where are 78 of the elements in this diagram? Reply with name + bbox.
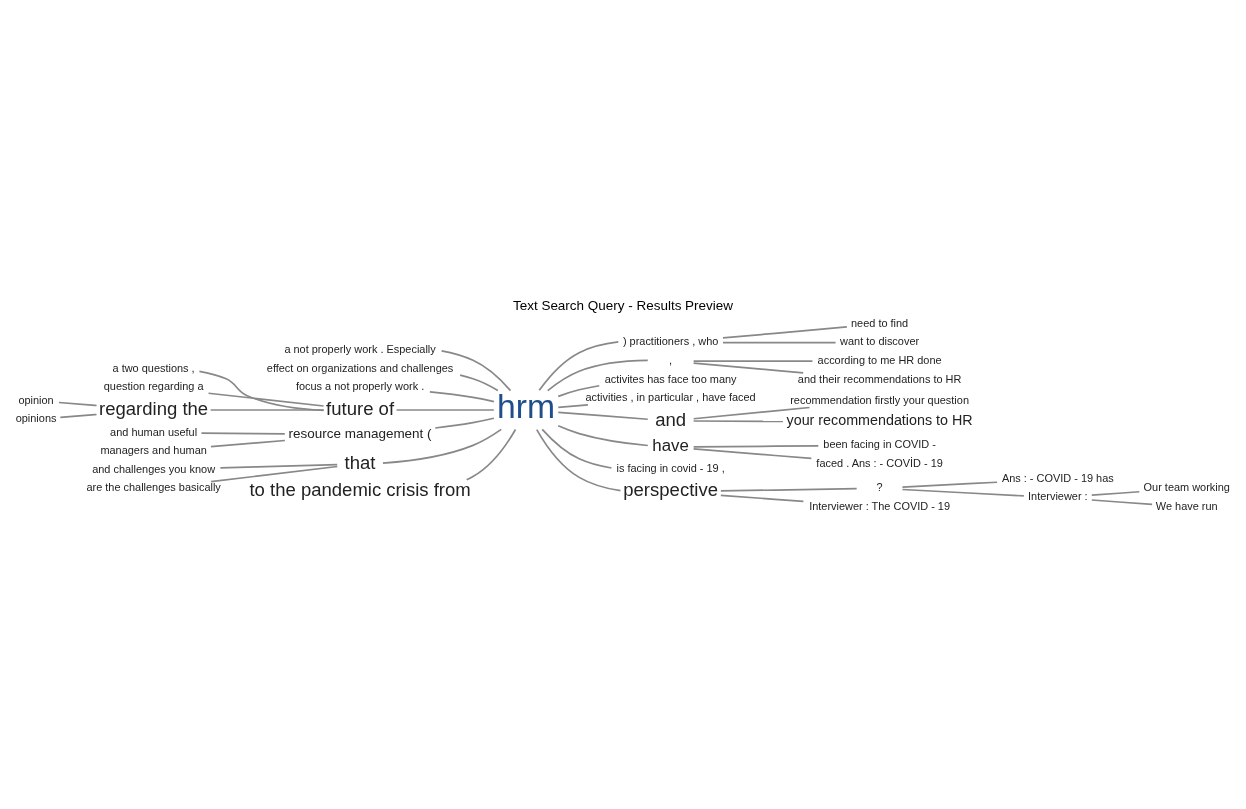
connector (692, 420, 784, 423)
connector (1090, 490, 1141, 497)
node-text: resource management ( (288, 425, 432, 441)
node-text: Interviewer : (1028, 490, 1088, 503)
node-text: need to find (851, 316, 909, 329)
node-text: been facing in COVID - (823, 438, 936, 451)
connector (198, 370, 325, 412)
node-text: perspective (623, 479, 718, 501)
node-text: activities , in particular , have faced (585, 391, 756, 404)
connector (440, 350, 512, 392)
connector (692, 445, 820, 448)
node-text: are the challenges basically (86, 481, 221, 494)
connector (465, 428, 517, 481)
node-text: is facing in covid - 19 , (616, 461, 725, 474)
node-text: ) practitioners , who (622, 335, 719, 348)
node-text: and challenges you know (92, 462, 216, 475)
node-text: opinion (18, 393, 54, 406)
node-text: ? (876, 481, 883, 494)
connector (692, 362, 805, 374)
connector (395, 409, 495, 411)
node-text: to the pandemic crisis from (249, 478, 471, 500)
node-text: according to me HR done (817, 353, 942, 366)
connector (901, 488, 1025, 497)
node-text: your recommendations to HR (786, 412, 973, 429)
connector (209, 409, 325, 411)
node-text: managers and human (100, 444, 207, 457)
connector (200, 432, 286, 435)
node-text: have (652, 436, 689, 456)
node-text: question regarding a (103, 380, 204, 393)
node-text: a two questions , (112, 361, 195, 374)
connector (429, 391, 495, 403)
connector (692, 360, 814, 362)
connector (557, 384, 601, 398)
connector (59, 413, 98, 419)
connector (557, 424, 649, 447)
node-text: faced . Ans : - COVİD - 19 (816, 456, 943, 469)
connector (722, 326, 848, 339)
connector (219, 463, 339, 469)
node-text: focus a not properly work . (295, 380, 425, 393)
diagram-title: Text Search Query - Results Preview (512, 297, 734, 313)
connector (557, 404, 589, 409)
node-text: , (669, 353, 673, 366)
node-text: and their recommendations to HR (797, 372, 962, 385)
node-text: hrm (497, 387, 556, 426)
connector (58, 401, 98, 407)
node-text: Our team working (1143, 481, 1230, 494)
node-text: We have run (1155, 499, 1218, 512)
connector (382, 428, 503, 464)
connector (1090, 499, 1153, 506)
node-text: Ans : - COVID - 19 has (1001, 471, 1114, 484)
node-text: a not properly work . Especially (284, 343, 436, 356)
connector (720, 487, 858, 492)
node-text: opinions (15, 412, 57, 425)
connector (535, 428, 622, 492)
connector (722, 341, 837, 344)
connector (557, 411, 649, 421)
node-text: recommendation firstly your question (790, 393, 969, 406)
node-text: Interviewer : The COVID - 19 (809, 499, 951, 512)
connector (434, 417, 495, 429)
node-text: and human useful (110, 425, 198, 438)
connector (720, 494, 805, 503)
connector (538, 341, 620, 392)
connector (541, 428, 613, 469)
node-text: effect on organizations and challenges (266, 361, 454, 374)
connector (207, 392, 325, 407)
node-text: future of (326, 397, 395, 419)
connector (210, 465, 339, 483)
connector (692, 406, 811, 420)
connector (210, 439, 286, 448)
node-text: regarding the (99, 397, 209, 419)
node-text: and (655, 408, 687, 430)
node-text: activites has face too many (604, 372, 737, 385)
connector (546, 359, 649, 392)
connector (692, 448, 813, 460)
connector (901, 481, 998, 489)
connector (459, 374, 499, 392)
node-text: that (344, 451, 376, 473)
node-text: want to discover (840, 335, 920, 348)
